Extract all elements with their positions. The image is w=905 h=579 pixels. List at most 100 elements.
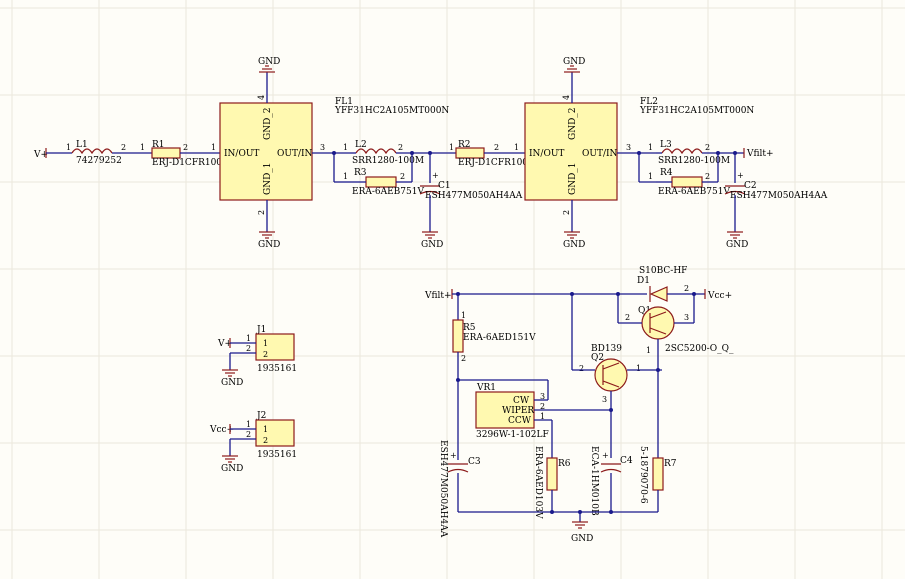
inductor-l2[interactable]: L2 1 2 SRR1280-100M — [343, 140, 424, 166]
connector-j1[interactable]: J1 1 2 1 2 1935161 — [246, 325, 297, 374]
diode-d1[interactable]: S10BC-HF D1 2 — [637, 266, 689, 302]
j1-vin-label: V+ — [217, 339, 232, 349]
j1-pin1-num: 1 — [246, 334, 251, 343]
potentiometer-vr1[interactable]: VR1 CW WIPER CCW 3 2 1 3296W-1-102LF — [475, 383, 549, 440]
vr1-value: 3296W-1-102LF — [476, 430, 549, 440]
vr1-cw-pin: CW — [513, 396, 530, 406]
j1-pin2: 2 — [263, 350, 268, 359]
filter-fl2[interactable]: IN/OUT OUT/IN GND_2 GND_1 FL2 YFF31HC2A1… — [524, 95, 754, 215]
c1-plus: + — [432, 171, 439, 180]
r6-ref: R6 — [558, 459, 571, 469]
gnd-label-fl2-bottom: GND — [563, 240, 585, 250]
transistor-q2[interactable]: BD139 Q2 2 1 3 — [579, 344, 641, 404]
r3-pin2: 2 — [400, 172, 405, 181]
inductor-l3[interactable]: L3 1 2 SRR1280-100M — [648, 140, 730, 166]
gnd-symbol-fl1-top: GND — [258, 57, 280, 73]
gnd-symbol-c2: GND — [726, 231, 748, 250]
gnd-label-fl1-bottom: GND — [258, 240, 280, 250]
c4-ref: C4 — [620, 456, 633, 466]
c3-plus: + — [450, 451, 457, 460]
j1-pin2-num: 2 — [246, 344, 251, 353]
l1-pin2: 2 — [121, 143, 126, 152]
r5-ref: R5 — [463, 323, 476, 333]
filter-fl1[interactable]: IN/OUT OUT/IN GND_2 GND_1 FL1 YFF31HC2A1… — [219, 95, 449, 215]
vfilt-port-top[interactable]: Vfilt+ — [743, 148, 774, 159]
j1-ref: J1 — [256, 325, 266, 335]
gnd-symbol-fl2-bottom: GND — [563, 231, 585, 250]
c2-ref: C2 — [744, 181, 757, 191]
j1-pin1: 1 — [263, 339, 268, 348]
l2-pin2: 2 — [398, 143, 403, 152]
l3-ref: L3 — [660, 140, 672, 150]
r4-pin2: 2 — [705, 172, 710, 181]
r2-value: ERJ-D1CFR100U — [458, 158, 536, 168]
gnd-symbol-fl1-bottom: GND — [258, 231, 280, 250]
regulator-section: Vfilt+ S10BC-HF D1 2 Vcc+ Q1 2 — [424, 266, 734, 544]
r4-pin1: 1 — [648, 172, 653, 181]
fl2-outin-pin: OUT/IN — [582, 149, 618, 159]
r5-pin1: 1 — [461, 311, 466, 320]
vfilt-port-reg[interactable]: Vfilt+ — [424, 289, 453, 301]
resistor-r1[interactable]: R1 1 2 ERJ-D1CFR100U — [140, 140, 230, 168]
fl1-gnd2-pin: GND_2 — [263, 107, 273, 140]
r1-value: ERJ-D1CFR100U — [152, 158, 230, 168]
l3-pin1: 1 — [648, 143, 653, 152]
gnd-label-j1: GND — [221, 378, 243, 388]
j2-pin1-num: 1 — [246, 420, 251, 429]
capacitor-c4[interactable]: + C4 ECA-1HM010B — [589, 446, 633, 516]
q2-pin3: 3 — [602, 395, 607, 404]
connector-j2[interactable]: J2 1 2 1 2 1935161 — [246, 411, 297, 460]
gnd-symbol-regulator: GND — [571, 521, 593, 544]
l2-ref: L2 — [355, 140, 367, 150]
c3-value: ESH477M050AH4AA — [438, 440, 448, 538]
gnd-symbol-j2: GND — [221, 455, 243, 474]
r5-pin2: 2 — [461, 354, 466, 363]
l2-value: SRR1280-100M — [352, 156, 424, 166]
gnd-label-fl2-top: GND — [563, 57, 585, 67]
l2-pin1: 1 — [343, 143, 348, 152]
vfilt-label-reg: Vfilt+ — [424, 291, 452, 301]
r3-value: ERA-6AEB751V — [352, 187, 424, 197]
l1-pin1: 1 — [66, 143, 71, 152]
vr1-pin3: 3 — [540, 392, 545, 401]
vr1-wiper-pin: WIPER — [502, 406, 534, 416]
r1-pin2: 2 — [183, 143, 188, 152]
gnd-label-fl1-top: GND — [258, 57, 280, 67]
capacitor-c3[interactable]: + C3 ESH477M050AH4AA — [438, 440, 481, 538]
fl1-pin1: 1 — [211, 143, 216, 152]
l1-value: 74279252 — [76, 156, 122, 166]
vcc-port[interactable]: Vcc+ — [704, 289, 732, 301]
q1-value: 2SC5200-O_Q_ — [665, 344, 734, 354]
fl2-gnd1-pin: GND_1 — [568, 162, 578, 195]
fl2-pin2: 2 — [562, 210, 571, 215]
fl2-gnd2-pin: GND_2 — [568, 107, 578, 140]
gnd-symbol-j1: GND — [221, 369, 243, 388]
inductor-l1[interactable]: L1 1 2 74279252 — [66, 140, 126, 166]
fl1-outin-pin: OUT/IN — [277, 149, 313, 159]
resistor-r2[interactable]: R2 1 2 ERJ-D1CFR100U — [449, 140, 536, 168]
r3-ref: R3 — [354, 168, 367, 178]
gnd-label-c1: GND — [421, 240, 443, 250]
capacitor-c1[interactable]: + C1 ESH477M050AH4AA — [419, 171, 523, 201]
capacitor-c2[interactable]: + C2 ESH477M050AH4AA — [724, 171, 828, 201]
fl2-ref: FL2 — [640, 97, 658, 107]
r1-pin1: 1 — [140, 143, 145, 152]
r2-pin1: 1 — [449, 143, 454, 152]
transistor-q1[interactable]: Q1 2 3 1 2SC5200-O_Q_ — [625, 306, 734, 355]
q2-value: BD139 — [591, 344, 622, 354]
fl1-gnd1-pin: GND_1 — [263, 162, 273, 195]
vfilt-label-top: Vfilt+ — [746, 149, 774, 159]
fl2-pin1: 1 — [514, 143, 519, 152]
vin-port[interactable]: V+ — [33, 148, 72, 160]
j2-ref: J2 — [256, 411, 266, 421]
l1-ref: L1 — [76, 140, 88, 150]
fl2-pin4: 4 — [562, 95, 571, 100]
q1-pin3: 3 — [684, 313, 689, 322]
fl2-inout-pin: IN/OUT — [529, 149, 564, 159]
resistor-r5[interactable]: R5 ERA-6AED151V 1 2 — [452, 311, 536, 363]
vin-label: V+ — [33, 150, 48, 160]
gnd-symbol-c1: GND — [421, 231, 443, 250]
fl1-ref: FL1 — [335, 97, 353, 107]
